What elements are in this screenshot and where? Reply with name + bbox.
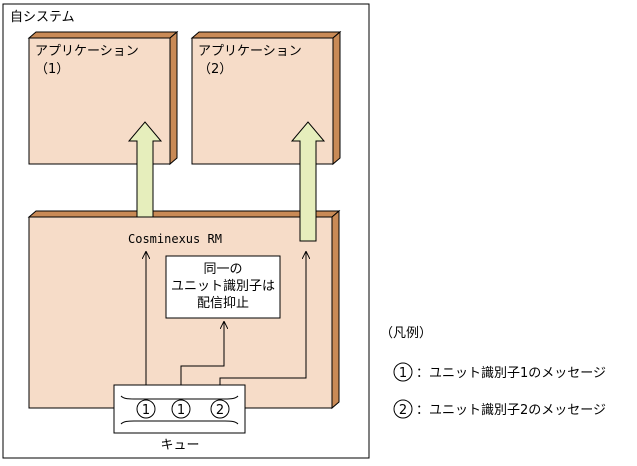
cosminexus-rm-label: Cosminexus RM [128, 232, 222, 246]
legend-item-2-number: 2 [399, 403, 407, 418]
suppression-line-2: ユニット識別子は [171, 279, 275, 294]
queue-message-2-number: 2 [216, 403, 224, 418]
suppression-line-1: 同一の [203, 262, 242, 277]
legend-item-2: 2 ：ユニット識別子2のメッセージ [393, 399, 606, 419]
application-1-number: （1） [35, 62, 69, 77]
legend-item-1-text: ：ユニット識別子1のメッセージ [416, 366, 606, 381]
legend-item-1-number: 1 [399, 366, 407, 381]
queue-message-1b: 1 [171, 399, 191, 419]
flow-line-msg1-duplicate-to-suppress [180, 322, 224, 399]
application-2-label: アプリケーション [198, 44, 302, 59]
legend: （凡例） 1 ：ユニット識別子1のメッセージ 2 ：ユニット識別子2のメッセージ [380, 326, 606, 419]
queue-message-1a-number: 1 [142, 403, 150, 418]
queue-message-1b-number: 1 [177, 403, 185, 418]
suppression-box: 同一の ユニット識別子は 配信抑止 [165, 255, 281, 319]
legend-item-2-text: ：ユニット識別子2のメッセージ [416, 403, 606, 418]
legend-item-1: 1 ：ユニット識別子1のメッセージ [393, 362, 606, 382]
legend-title: （凡例） [380, 326, 432, 341]
application-1-label: アプリケーション [35, 44, 139, 59]
application-2-number: （2） [198, 62, 232, 77]
application-2-node: アプリケーション （2） [190, 30, 342, 166]
system-label: 自システム [10, 10, 75, 25]
queue-message-1a: 1 [136, 399, 156, 419]
application-1-node: アプリケーション （1） [27, 30, 179, 166]
delivery-arrow-app1 [127, 121, 163, 218]
delivery-arrow-app2 [290, 121, 326, 242]
queue-message-2: 2 [210, 399, 230, 419]
suppression-line-3: 配信抑止 [197, 296, 249, 311]
queue-label: キュー [160, 438, 199, 453]
